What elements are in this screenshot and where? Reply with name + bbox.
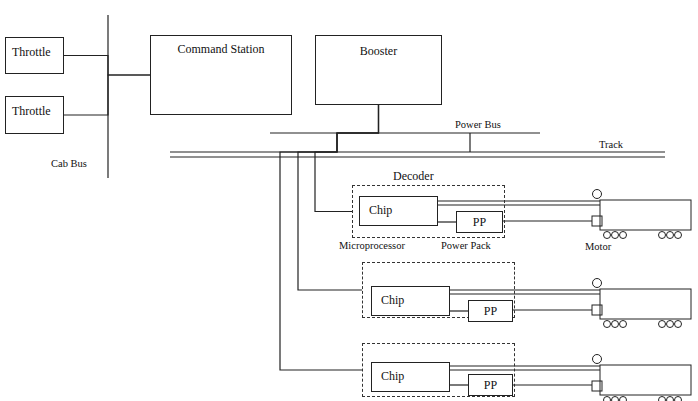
track-rail (170, 151, 665, 152)
group-heading: Decoder (393, 169, 434, 183)
part-label: Microprocessor (338, 240, 406, 252)
box-text: PP (461, 215, 498, 229)
bus-connector (64, 56, 150, 76)
motor-wire (510, 309, 592, 310)
part-label: Power Pack (440, 240, 492, 252)
motor-wire (500, 220, 592, 221)
bus-feeder (469, 133, 470, 152)
bus-label: Power Bus (454, 119, 502, 131)
track-label: Track (598, 139, 624, 151)
chip-box: Chip (359, 196, 438, 226)
booster-box: Booster (315, 35, 442, 105)
box-text: Throttle (12, 45, 57, 59)
throttle-box: Throttle (5, 37, 64, 74)
part-label: Motor (584, 241, 612, 253)
decoder-wire (435, 200, 600, 201)
box-text: Chip (381, 293, 440, 307)
motor-wire (510, 384, 592, 385)
decoder-wire (435, 204, 600, 205)
decoder-group: ChipPP (362, 343, 515, 397)
track-rail (170, 156, 665, 157)
decoder-wire (447, 293, 600, 294)
power-pack-box: PP (456, 211, 503, 233)
box-text: Booster (324, 44, 433, 58)
box-text: PP (473, 304, 508, 318)
bus-connector (450, 384, 468, 385)
locomotive (592, 279, 691, 328)
decoder-wire (447, 289, 600, 290)
box-text: PP (473, 378, 508, 392)
decoder-wire (447, 369, 600, 370)
chip-box: Chip (371, 286, 450, 316)
box-text: Command Station (159, 42, 283, 56)
power-pack-box: PP (468, 300, 513, 322)
bus-label: Cab Bus (50, 158, 88, 170)
bus-connector (450, 310, 468, 311)
box-text: Chip (381, 369, 440, 383)
command-station-box: Command Station (150, 35, 292, 115)
box-text: Throttle (12, 104, 57, 118)
locomotive (592, 190, 691, 239)
throttle-box: Throttle (5, 96, 64, 134)
decoder-group: ChipPP (362, 262, 515, 318)
power-pack-box: PP (468, 374, 513, 396)
locomotive (592, 355, 691, 401)
power-bus-line (270, 132, 540, 133)
decoder-group: DecoderChipPP (352, 185, 505, 238)
bus-connector (438, 221, 456, 222)
chip-box: Chip (371, 362, 450, 392)
bus-connector (64, 75, 150, 115)
box-text: Chip (369, 203, 428, 217)
decoder-wire (447, 365, 600, 366)
